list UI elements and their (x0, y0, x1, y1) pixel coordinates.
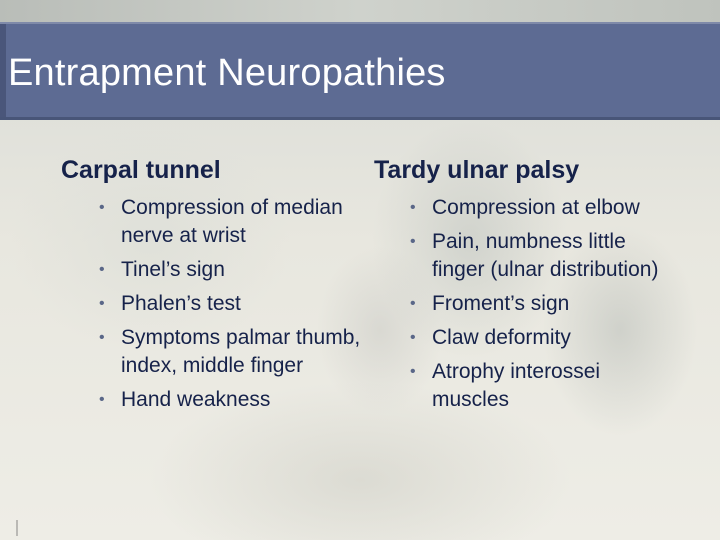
top-photo-strip (0, 0, 720, 22)
bullet-icon: • (99, 329, 105, 346)
bullet-icon: • (99, 261, 105, 278)
list-item: • Phalen’s test (99, 290, 364, 318)
bullet-icon: • (410, 329, 416, 346)
bullet-icon: • (410, 233, 416, 250)
bullet-icon: • (99, 199, 105, 216)
corner-mark (16, 520, 18, 536)
bullet-icon: • (410, 295, 416, 312)
list-item: • Compression of median nerve at wrist (99, 194, 364, 250)
list-item-text: Compression of median nerve at wrist (121, 196, 343, 247)
right-bullet-list: • Compression at elbow • Pain, numbness li… (410, 194, 675, 420)
bullet-icon: • (410, 199, 416, 216)
list-item: • Atrophy interossei muscles (410, 358, 675, 414)
list-item-text: Hand weakness (121, 388, 271, 411)
bullet-icon: • (99, 391, 105, 408)
list-item-text: Froment’s sign (432, 292, 570, 315)
list-item-text: Atrophy interossei muscles (432, 360, 601, 411)
list-item: • Symptoms palmar thumb, index, middle fi… (99, 324, 364, 380)
list-item-text: Symptoms palmar thumb, index, middle fin… (121, 326, 361, 377)
list-item-text: Claw deformity (432, 326, 571, 349)
bullet-icon: • (99, 295, 105, 312)
slide-title: Entrapment Neuropathies (8, 52, 446, 94)
list-item: • Claw deformity (410, 324, 675, 352)
list-item-text: Phalen’s test (121, 292, 241, 315)
left-bullet-list: • Compression of median nerve at wrist • T… (99, 194, 364, 420)
list-item: • Tinel’s sign (99, 256, 364, 284)
left-column-heading: Carpal tunnel (61, 156, 221, 184)
list-item: • Hand weakness (99, 386, 364, 414)
list-item-text: Compression at elbow (432, 196, 640, 219)
list-item: • Pain, numbness little finger (ulnar dis… (410, 228, 675, 284)
right-column-heading: Tardy ulnar palsy (374, 156, 580, 184)
list-item-text: Pain, numbness little finger (ulnar dist… (432, 230, 659, 281)
list-item-text: Tinel’s sign (121, 258, 225, 281)
list-item: • Froment’s sign (410, 290, 675, 318)
title-bar: Entrapment Neuropathies (0, 22, 720, 120)
list-item: • Compression at elbow (410, 194, 675, 222)
bullet-icon: • (410, 363, 416, 380)
